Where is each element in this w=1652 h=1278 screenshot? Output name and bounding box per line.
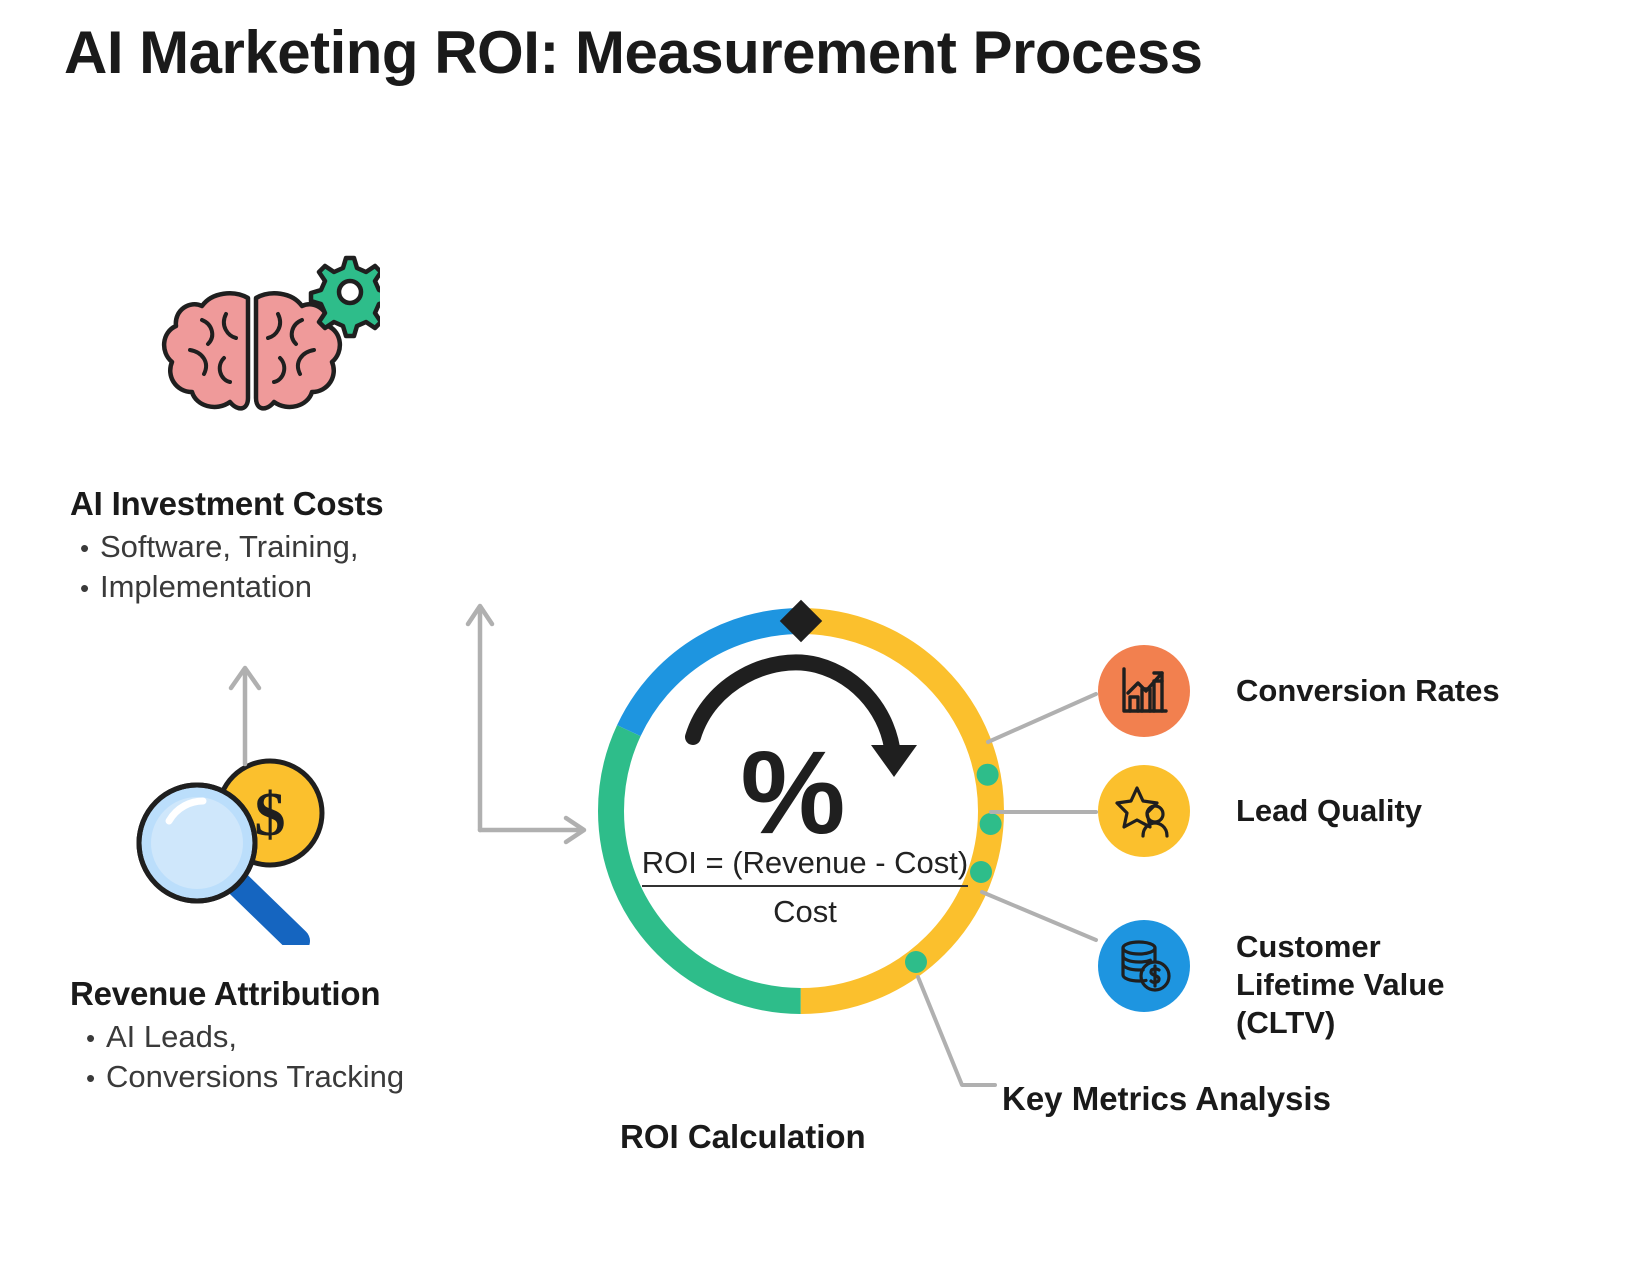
metric-label-line: (CLTV) bbox=[1236, 1004, 1336, 1040]
list-item-label: AI Leads, bbox=[106, 1019, 237, 1054]
revenue-attribution-block: Revenue Attribution • AI Leads, • Conver… bbox=[70, 975, 404, 1098]
percent-arrow-icon: % bbox=[685, 654, 917, 859]
revenue-attribution-bullets: • AI Leads, • Conversions Tracking bbox=[70, 1017, 404, 1098]
donut-anchor-dot bbox=[976, 763, 999, 786]
magnifier-dollar-icon: $ bbox=[125, 745, 355, 954]
donut-start-marker bbox=[779, 599, 823, 643]
list-item: • Implementation bbox=[80, 567, 383, 607]
svg-text:%: % bbox=[741, 727, 846, 859]
metric-label-line: Lead Quality bbox=[1236, 793, 1423, 829]
list-item-label: Software, Training, bbox=[100, 529, 359, 564]
flow-arrow-connector bbox=[465, 603, 587, 845]
roi-formula-denominator: Cost bbox=[773, 894, 837, 929]
metric-label: Lead Quality bbox=[1236, 792, 1422, 830]
page-title: AI Marketing ROI: Measurement Process bbox=[64, 19, 1203, 86]
donut-segment-green bbox=[598, 608, 1004, 1014]
metric-label-line: Lifetime Value bbox=[1236, 966, 1445, 1002]
bullet-dot-icon: • bbox=[86, 1023, 96, 1053]
metric-row[interactable]: Conversion Rates bbox=[1098, 645, 1500, 737]
ai-investment-costs-bullets: • Software, Training, • Implementation bbox=[70, 527, 383, 608]
roi-formula-numerator: ROI = (Revenue - Cost) bbox=[641, 845, 969, 887]
donut-anchor-dot bbox=[979, 813, 1002, 835]
list-item: • Conversions Tracking bbox=[86, 1057, 404, 1097]
donut-anchor-dot bbox=[970, 861, 992, 883]
roi-formula: ROI = (Revenue - Cost) Cost bbox=[640, 845, 970, 930]
metric-label: Conversion Rates bbox=[1236, 672, 1500, 710]
coins-dollar-icon bbox=[1098, 919, 1190, 1012]
svg-text:$: $ bbox=[255, 781, 286, 849]
metric-label-line: Conversion Rates bbox=[1236, 673, 1500, 709]
list-item: • Software, Training, bbox=[80, 527, 383, 567]
revenue-attribution-heading: Revenue Attribution bbox=[70, 975, 381, 1012]
arrow-up-icon bbox=[228, 665, 262, 767]
metric-row[interactable]: Customer Lifetime Value (CLTV) bbox=[1098, 890, 1444, 1041]
star-person-icon bbox=[1098, 765, 1190, 857]
ai-investment-costs-heading: AI Investment Costs bbox=[70, 485, 384, 522]
brain-gear-icon bbox=[150, 240, 392, 445]
donut-anchor-dot bbox=[905, 951, 927, 973]
list-item-label: Implementation bbox=[100, 569, 312, 605]
bar-chart-icon bbox=[1098, 645, 1190, 737]
roi-donut-chart: % bbox=[598, 599, 1004, 1014]
roi-calculation-label: ROI Calculation bbox=[620, 1118, 866, 1155]
key-metrics-analysis-label: Key Metrics Analysis bbox=[1002, 1080, 1331, 1117]
metric-row[interactable]: Lead Quality bbox=[1098, 765, 1422, 857]
bullet-dot-icon: • bbox=[80, 533, 90, 563]
bullet-dot-icon: • bbox=[86, 1063, 96, 1094]
bullet-dot-icon: • bbox=[80, 573, 90, 604]
list-item: • AI Leads, bbox=[86, 1017, 404, 1057]
metric-label-line: Customer bbox=[1236, 929, 1381, 964]
list-item-label: Conversions Tracking bbox=[106, 1059, 405, 1095]
ai-investment-costs-block: AI Investment Costs • Software, Training… bbox=[70, 485, 384, 608]
metric-label: Customer Lifetime Value (CLTV) bbox=[1236, 928, 1444, 1041]
